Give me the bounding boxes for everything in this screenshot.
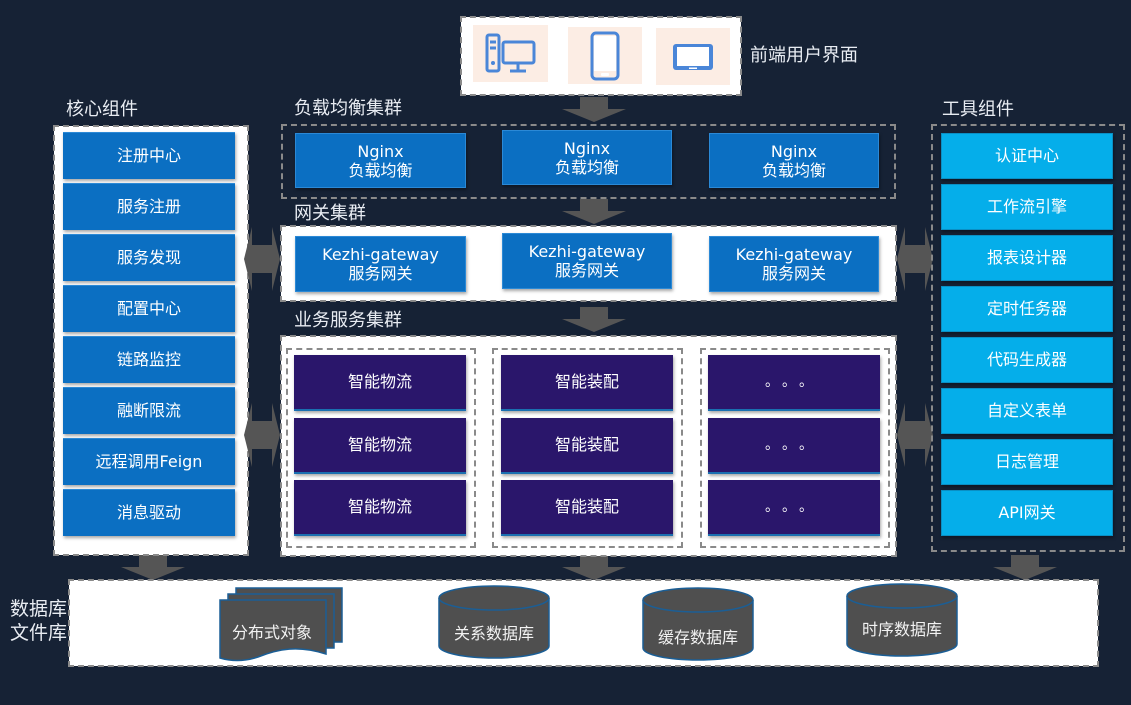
- business-service[interactable]: 智能装配: [501, 355, 673, 411]
- core-item[interactable]: 融断限流: [63, 387, 235, 434]
- tablet-icon: [673, 43, 713, 70]
- core-item[interactable]: 消息驱动: [63, 489, 235, 536]
- desktop-computer-icon: [485, 33, 535, 72]
- device-tile-phone: [568, 27, 642, 84]
- business-service-more[interactable]: 。。。: [708, 418, 880, 474]
- business-column-panel: [700, 348, 890, 548]
- database-cylinder-icon: [642, 587, 754, 661]
- business-service-more[interactable]: 。。。: [708, 480, 880, 536]
- storage-label: 关系数据库: [453, 624, 534, 643]
- multi-document-icon: [219, 587, 343, 662]
- arrow-down-icon: [121, 555, 185, 581]
- tool-item[interactable]: API网关: [941, 490, 1113, 536]
- storage-label: 分布式对象: [231, 623, 312, 642]
- gateway-node[interactable]: Kezhi-gateway 服务网关: [709, 236, 879, 292]
- tools-title: 工具组件: [942, 99, 1014, 120]
- tool-item[interactable]: 报表设计器: [941, 235, 1113, 281]
- tool-item[interactable]: 代码生成器: [941, 337, 1113, 383]
- arrow-down-icon: [562, 199, 626, 225]
- nginx-node[interactable]: Nginx 负载均衡: [502, 130, 672, 185]
- arrow-down-icon: [562, 97, 626, 123]
- bidirectional-arrow-icon: [244, 227, 280, 291]
- storage-title-line1: 数据库: [10, 598, 68, 620]
- storage-label: 缓存数据库: [657, 628, 738, 647]
- bidirectional-arrow-icon: [244, 403, 280, 467]
- database-cylinder-icon: [438, 585, 550, 659]
- storage-cache-db[interactable]: 缓存数据库: [641, 586, 755, 664]
- smartphone-icon: [590, 31, 620, 80]
- business-title: 业务服务集群: [294, 310, 402, 331]
- core-item[interactable]: 服务注册: [63, 183, 235, 230]
- business-service[interactable]: 智能装配: [501, 418, 673, 474]
- device-tile-tablet: [656, 28, 730, 85]
- core-title: 核心组件: [66, 99, 138, 120]
- storage-timeseries-db[interactable]: 时序数据库: [845, 582, 959, 660]
- arrow-down-icon: [993, 555, 1057, 581]
- tool-item[interactable]: 认证中心: [941, 133, 1113, 179]
- business-column-panel: [286, 348, 476, 548]
- business-service[interactable]: 智能物流: [294, 480, 466, 536]
- core-item[interactable]: 远程调用Feign: [63, 438, 235, 485]
- business-service[interactable]: 智能物流: [294, 355, 466, 411]
- business-column-panel: [492, 348, 683, 548]
- arrow-down-icon: [562, 307, 626, 333]
- business-service-more[interactable]: 。。。: [708, 355, 880, 411]
- storage-distributed-object[interactable]: 分布式对象: [218, 585, 348, 663]
- tool-item[interactable]: 定时任务器: [941, 286, 1113, 332]
- core-item[interactable]: 服务发现: [63, 234, 235, 281]
- tool-item[interactable]: 自定义表单: [941, 388, 1113, 434]
- gateway-node[interactable]: Kezhi-gateway 服务网关: [502, 233, 672, 289]
- gateway-node[interactable]: Kezhi-gateway 服务网关: [295, 236, 466, 292]
- bidirectional-arrow-icon: [897, 403, 933, 467]
- database-cylinder-icon: [846, 583, 958, 657]
- load-balancer-panel: [281, 124, 896, 199]
- storage-title-line2: 文件库: [10, 622, 68, 644]
- tool-item[interactable]: 工作流引擎: [941, 184, 1113, 230]
- storage-label: 时序数据库: [861, 620, 942, 639]
- core-item[interactable]: 配置中心: [63, 285, 235, 332]
- bidirectional-arrow-icon: [897, 227, 933, 291]
- arrow-down-icon: [562, 555, 626, 581]
- core-item[interactable]: 链路监控: [63, 336, 235, 383]
- tool-item[interactable]: 日志管理: [941, 439, 1113, 485]
- device-tile-desktop: [473, 25, 548, 82]
- business-service[interactable]: 智能物流: [294, 418, 466, 474]
- core-item[interactable]: 注册中心: [63, 132, 235, 179]
- nginx-node[interactable]: Nginx 负载均衡: [295, 133, 466, 188]
- gateway-title: 网关集群: [294, 203, 366, 224]
- tools-panel: [931, 124, 1125, 552]
- load-balancer-title: 负载均衡集群: [294, 98, 402, 119]
- frontend-label: 前端用户界面: [750, 45, 858, 66]
- nginx-node[interactable]: Nginx 负载均衡: [709, 133, 879, 188]
- business-service[interactable]: 智能装配: [501, 480, 673, 536]
- storage-relational-db[interactable]: 关系数据库: [437, 584, 551, 662]
